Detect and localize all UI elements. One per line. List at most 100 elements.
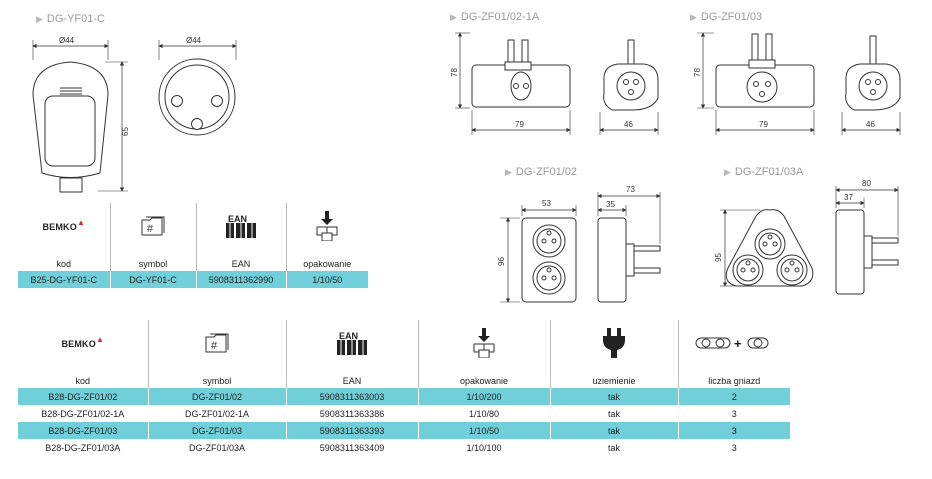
- table-row: B28-DG-ZF01/03A DG-ZF01/03A 590831136340…: [18, 439, 790, 456]
- col-header-ean: EAN: [286, 368, 419, 388]
- col-header-ean: EAN: [196, 251, 287, 271]
- cell-symbol: DG-YF01-C: [110, 271, 197, 288]
- table-row: B25-DG-YF01-C DG-YF01-C 5908311362990 1/…: [18, 271, 368, 288]
- ean-barcode-icon: EAN: [226, 214, 256, 238]
- folder-hash-cell: #: [110, 203, 197, 251]
- svg-text:#: #: [147, 223, 154, 235]
- bemko-logo: BEMKO▲: [61, 335, 105, 349]
- heading-yf01c: ▶DG-YF01-C: [36, 13, 105, 25]
- zf0103a-side-drawing: [835, 186, 899, 295]
- dim-z02-height: 96: [497, 257, 506, 266]
- dim-z02-side-b: 35: [606, 200, 615, 209]
- table-zf01: BEMKO▲ # EAN + kod symbol EAN opakowanie…: [18, 320, 790, 456]
- cell-ean: 5908311362990: [196, 271, 287, 288]
- dim-yf-height: 65: [121, 127, 130, 136]
- cell-ean: 5908311363386: [286, 405, 419, 422]
- cell-symbol: DG-ZF01/02: [148, 388, 287, 405]
- cell-symbol: DG-ZF01/03: [148, 422, 287, 439]
- cell-kod: B28-DG-ZF01/02: [18, 388, 149, 405]
- cell-symbol: DG-ZF01/03A: [148, 439, 287, 456]
- socket-count-icon-cell: +: [678, 320, 790, 368]
- ean-icon-cell: EAN: [286, 320, 419, 368]
- cell-liczba-gniazd: 3: [678, 439, 790, 456]
- dim-z03a-side-b: 37: [844, 193, 853, 202]
- heading-zf0103: ▶DG-ZF01/03: [690, 11, 763, 23]
- dim-z1a-height: 78: [450, 68, 459, 77]
- dim-yf-front-width: Ø44: [186, 36, 202, 45]
- col-header-symbol: symbol: [110, 251, 197, 271]
- cell-liczba-gniazd: 3: [678, 422, 790, 439]
- packaging-icon-cell: [286, 203, 368, 251]
- cell-kod: B25-DG-YF01-C: [18, 271, 111, 288]
- dim-z02-width: 53: [542, 199, 551, 208]
- cell-opakowanie: 1/10/200: [418, 388, 551, 405]
- table-row: B28-DG-ZF01/03 DG-ZF01/03 5908311363393 …: [18, 422, 790, 439]
- cell-symbol: DG-ZF01/02-1A: [148, 405, 287, 422]
- zf0102-side-drawing: [597, 192, 661, 303]
- cell-ean: 5908311363409: [286, 439, 419, 456]
- zf0102-front-drawing: [500, 205, 577, 303]
- table-row: B28-DG-ZF01/02 DG-ZF01/02 5908311363003 …: [18, 388, 790, 405]
- brand-logo-cell: BEMKO▲: [18, 320, 149, 368]
- col-header-uziemienie: uziemienie: [550, 368, 679, 388]
- cell-opakowanie: 1/10/80: [418, 405, 551, 422]
- folder-hash-icon: #: [205, 333, 229, 353]
- col-header-kod: kod: [18, 251, 111, 271]
- socket-count-icon: +: [695, 336, 769, 351]
- cell-kod: B28-DG-ZF01/02-1A: [18, 405, 149, 422]
- grounding-icon-cell: [550, 320, 679, 368]
- dim-z03a-side-a: 80: [862, 179, 871, 188]
- bemko-logo: BEMKO▲: [42, 218, 86, 232]
- ean-icon-cell: EAN: [196, 203, 287, 251]
- packaging-icon-cell: [418, 320, 551, 368]
- cell-liczba-gniazd: 3: [678, 405, 790, 422]
- svg-text:#: #: [211, 340, 218, 352]
- cell-ean: 5908311363003: [286, 388, 419, 405]
- cell-uziemienie: tak: [550, 422, 679, 439]
- zf0103-front-drawing: [697, 32, 815, 135]
- cell-kod: B28-DG-ZF01/03A: [18, 439, 149, 456]
- cell-uziemienie: tak: [550, 388, 679, 405]
- cell-opakowanie: 1/10/50: [418, 422, 551, 439]
- zf0102-1a-front-drawing: [455, 32, 571, 135]
- dim-z02-side-a: 73: [626, 185, 635, 194]
- col-header-liczba-gniazd: liczba gniazd: [708, 376, 761, 386]
- svg-text:+: +: [734, 336, 742, 351]
- dim-z1a-width: 79: [515, 120, 524, 129]
- heading-zf0102-1a: ▶DG-ZF01/02-1A: [450, 11, 540, 23]
- heading-zf0102: ▶DG-ZF01/02: [505, 166, 578, 178]
- dim-z03-depth: 46: [866, 120, 875, 129]
- col-header-symbol: symbol: [148, 368, 287, 388]
- col-header-opakowanie: opakowanie: [303, 259, 352, 269]
- heading-zf0103a: ▶DG-ZF01/03A: [724, 166, 804, 178]
- yf01c-front-drawing: [158, 40, 237, 136]
- dim-z1a-depth: 46: [624, 120, 633, 129]
- grounding-plug-icon: [603, 328, 625, 358]
- col-header-opakowanie: opakowanie: [418, 368, 551, 388]
- zf0103-side-drawing: [841, 35, 901, 135]
- packaging-icon: [316, 211, 338, 241]
- col-header-kod: kod: [18, 368, 149, 388]
- packaging-icon: [473, 328, 495, 358]
- cell-uziemienie: tak: [550, 439, 679, 456]
- yf01c-side-drawing: [32, 40, 128, 193]
- cell-liczba-gniazd: 2: [678, 388, 790, 405]
- table-yf01c: BEMKO▲ # EAN kod symbol EAN opakowanie B…: [18, 203, 368, 288]
- svg-text:EAN: EAN: [339, 331, 358, 341]
- brand-logo-cell: BEMKO▲: [18, 203, 111, 251]
- folder-hash-cell: #: [148, 320, 287, 368]
- cell-opakowanie: 1/10/100: [418, 439, 551, 456]
- zf0103a-front-drawing: [720, 209, 814, 287]
- dim-yf-side-width: Ø44: [59, 36, 75, 45]
- zf0102-1a-side-drawing: [599, 39, 659, 135]
- folder-hash-icon: #: [141, 216, 165, 236]
- cell-kod: B28-DG-ZF01/03: [18, 422, 149, 439]
- table-row: B28-DG-ZF01/02-1A DG-ZF01/02-1A 59083113…: [18, 405, 790, 422]
- cell-uziemienie: tak: [550, 405, 679, 422]
- dim-z03a-height: 95: [714, 253, 723, 262]
- dim-z03-height: 78: [693, 68, 702, 77]
- cell-ean: 5908311363393: [286, 422, 419, 439]
- svg-text:EAN: EAN: [228, 214, 247, 224]
- cell-opakowanie: 1/10/50: [286, 271, 368, 288]
